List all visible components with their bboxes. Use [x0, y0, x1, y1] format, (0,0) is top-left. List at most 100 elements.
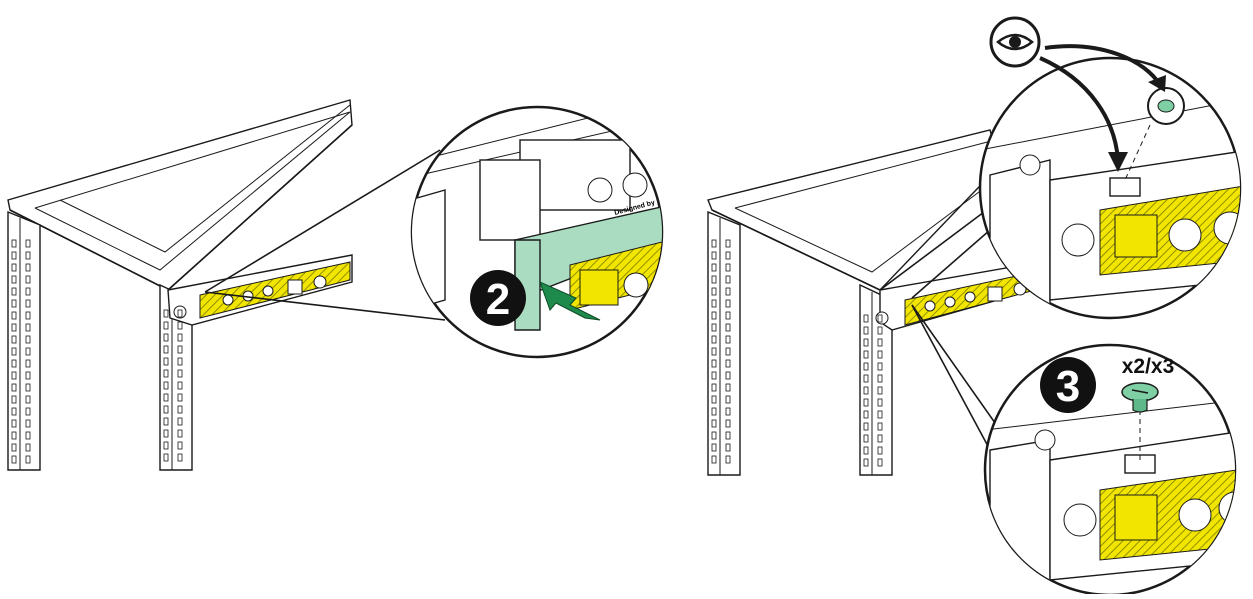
post-hole: [25, 311, 31, 320]
post-hole: [11, 407, 17, 416]
post-hole: [163, 453, 169, 462]
post-hole: [863, 326, 869, 335]
post-hole: [711, 347, 717, 356]
post-hole: [163, 369, 169, 378]
post-hole: [725, 263, 731, 272]
post-hole: [725, 443, 731, 452]
post-hole: [177, 357, 183, 366]
post-hole: [711, 299, 717, 308]
post-hole: [25, 335, 31, 344]
post-hole: [725, 395, 731, 404]
quantity-label: x2/x3: [1122, 355, 1175, 378]
post-hole: [877, 434, 883, 443]
post-hole: [863, 374, 869, 383]
post-hole: [725, 359, 731, 368]
post-hole: [163, 333, 169, 342]
post-hole: [11, 263, 17, 272]
post-hole: [863, 446, 869, 455]
post-hole: [11, 359, 17, 368]
post-hole: [177, 309, 183, 318]
post-hole: [25, 383, 31, 392]
post-hole: [11, 347, 17, 356]
post-hole: [177, 381, 183, 390]
post-hole: [725, 275, 731, 284]
post-hole: [711, 311, 717, 320]
rack-left: [7, 99, 446, 471]
post-hole: [725, 239, 731, 248]
post-hole: [11, 395, 17, 404]
post-hole: [25, 443, 31, 452]
post-hole: [25, 395, 31, 404]
post-hole: [711, 275, 717, 284]
post-hole: [877, 338, 883, 347]
post-hole: [25, 287, 31, 296]
post-hole: [163, 393, 169, 402]
post-hole: [863, 314, 869, 323]
post-hole: [711, 419, 717, 428]
post-hole: [25, 419, 31, 428]
post-hole: [11, 299, 17, 308]
post-hole: [877, 350, 883, 359]
post-hole: [863, 350, 869, 359]
post-hole: [877, 422, 883, 431]
post-hole: [877, 326, 883, 335]
post-hole: [163, 321, 169, 330]
post-hole: [11, 251, 17, 260]
post-hole: [177, 393, 183, 402]
post-hole: [25, 323, 31, 332]
post-hole: [877, 314, 883, 323]
post-hole: [725, 419, 731, 428]
step-3-number: 3: [1056, 362, 1080, 411]
post-hole: [25, 347, 31, 356]
post-hole: [177, 441, 183, 450]
post-hole: [711, 443, 717, 452]
post-hole: [711, 359, 717, 368]
zoom-circle-top-right: [978, 44, 1242, 320]
post-hole: [25, 455, 31, 464]
post-hole: [725, 383, 731, 392]
zoom-circle-left: Designed by 2: [410, 105, 664, 359]
post-hole: [725, 455, 731, 464]
post-hole: [877, 446, 883, 455]
post-hole: [11, 287, 17, 296]
post-hole: [11, 419, 17, 428]
post-hole: [25, 239, 31, 248]
post-hole: [863, 434, 869, 443]
post-hole: [863, 338, 869, 347]
post-hole: [877, 362, 883, 371]
post-hole: [725, 287, 731, 296]
post-hole: [725, 299, 731, 308]
post-hole: [725, 371, 731, 380]
post-hole: [25, 371, 31, 380]
post-hole: [25, 263, 31, 272]
post-hole: [177, 429, 183, 438]
post-hole: [725, 335, 731, 344]
post-hole: [163, 357, 169, 366]
post-hole: [11, 323, 17, 332]
post-hole: [711, 371, 717, 380]
post-hole: [11, 275, 17, 284]
post-hole: [725, 311, 731, 320]
post-hole: [863, 398, 869, 407]
post-hole: [863, 410, 869, 419]
post-hole: [11, 455, 17, 464]
post-hole: [163, 429, 169, 438]
post-hole: [163, 405, 169, 414]
post-hole: [725, 407, 731, 416]
post-hole: [711, 407, 717, 416]
post-hole: [177, 369, 183, 378]
post-hole: [163, 345, 169, 354]
post-hole: [177, 405, 183, 414]
post-hole: [11, 431, 17, 440]
post-hole: [25, 407, 31, 416]
step-2-badge: [470, 270, 526, 326]
post-hole: [163, 381, 169, 390]
rack-post-holes: [11, 239, 883, 467]
post-hole: [163, 417, 169, 426]
post-hole: [877, 398, 883, 407]
post-hole: [725, 431, 731, 440]
post-hole: [163, 309, 169, 318]
step-3-badge: [1040, 357, 1096, 413]
post-hole: [711, 263, 717, 272]
